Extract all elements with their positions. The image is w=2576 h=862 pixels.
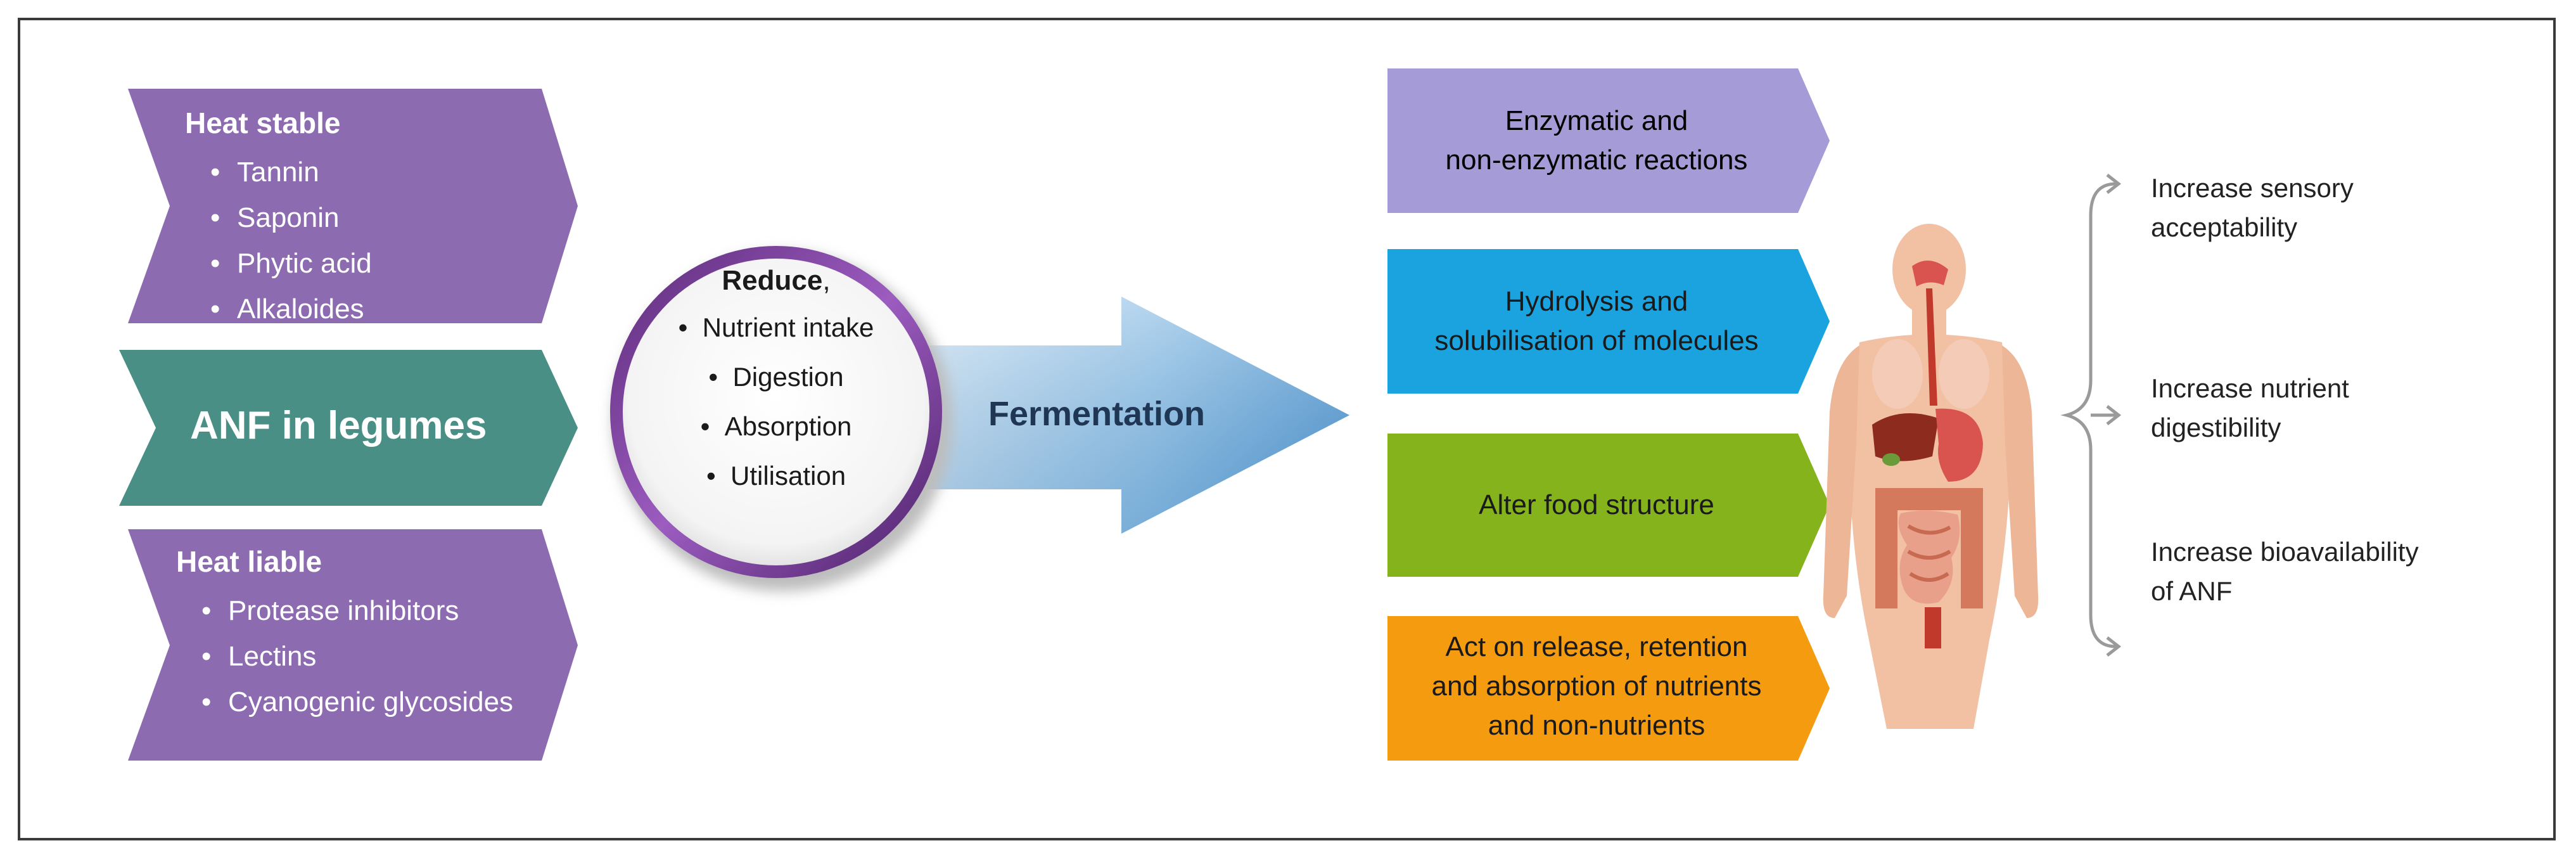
brace-tick-bottom: [2106, 636, 2122, 657]
reduce-title: Reduce,: [627, 259, 925, 303]
outcome-line: Increase nutrient: [2151, 373, 2349, 403]
effect-chevron-2: [1387, 249, 1830, 394]
effect-line: solubilisation of molecules: [1434, 325, 1759, 356]
reduce-item: Digestion: [627, 352, 925, 402]
outcome-line: digestibility: [2151, 413, 2281, 442]
effect-line: Alter food structure: [1479, 489, 1714, 520]
heat-stable-item: Saponin: [210, 195, 540, 241]
heat-stable-title: Heat stable: [185, 106, 341, 139]
heat-liable-list: Protease inhibitors Lectins Cyanogenic g…: [176, 588, 556, 725]
fermentation-label: Fermentation: [988, 395, 1206, 433]
outcome-line: Increase bioavailability: [2151, 537, 2419, 567]
heat-liable-item: Cyanogenic glycosides: [201, 679, 556, 725]
effect-text-3: Alter food structure: [1387, 486, 1806, 525]
outcome-line: of ANF: [2151, 576, 2233, 606]
human-digestive-system-icon: [1823, 224, 2039, 729]
heat-stable-item: Tannin: [210, 150, 540, 195]
effect-line: Enzymatic and: [1505, 105, 1688, 136]
heat-stable-list: Tannin Saponin Phytic acid Alkaloides: [185, 150, 540, 332]
effect-chevron-1: [1387, 68, 1830, 213]
reduce-item: Nutrient intake: [627, 303, 925, 352]
effect-text-1: Enzymatic and non-enzymatic reactions: [1387, 101, 1806, 180]
reduce-item: Utilisation: [627, 451, 925, 501]
effect-chevron-3: [1387, 434, 1830, 577]
effect-line: and absorption of nutrients: [1431, 671, 1762, 702]
heat-stable-group: Heat stable Tannin Saponin Phytic acid A…: [185, 105, 540, 332]
anf-legumes-label: ANF in legumes: [190, 404, 487, 447]
outcome-brace: [2060, 182, 2117, 648]
heat-stable-item: Phytic acid: [210, 241, 540, 286]
outcome-line: Increase sensory: [2151, 173, 2354, 203]
reduce-title-comma: ,: [822, 265, 831, 296]
outcome-1: Increase sensory acceptability: [2151, 169, 2354, 247]
heat-liable-title: Heat liable: [176, 545, 322, 578]
effect-line: Act on release, retention: [1445, 631, 1748, 662]
heat-liable-item: Lectins: [201, 634, 556, 679]
brace-tick-top: [2106, 174, 2122, 194]
effect-text-4: Act on release, retention and absorption…: [1387, 627, 1806, 745]
reduce-item: Absorption: [627, 402, 925, 451]
outcome-2: Increase nutrient digestibility: [2151, 369, 2349, 447]
effect-line: and non-nutrients: [1488, 710, 1706, 741]
heat-liable-item: Protease inhibitors: [201, 588, 556, 634]
anf-legumes-chevron: [119, 350, 578, 506]
heat-stable-item: Alkaloides: [210, 286, 540, 332]
heat-liable-group: Heat liable Protease inhibitors Lectins …: [176, 544, 556, 725]
brace-tick-middle: [2091, 405, 2122, 425]
outcome-3: Increase bioavailability of ANF: [2151, 532, 2419, 611]
effect-line: non-enzymatic reactions: [1445, 145, 1748, 176]
reduce-title-word: Reduce: [722, 265, 823, 296]
outcome-line: acceptability: [2151, 212, 2298, 242]
effect-line: Hydrolysis and: [1505, 286, 1688, 317]
reduce-circle-content: Reduce, Nutrient intake Digestion Absorp…: [627, 259, 925, 501]
effect-chevron-4: [1387, 616, 1830, 761]
effect-text-2: Hydrolysis and solubilisation of molecul…: [1387, 282, 1806, 361]
reduce-list: Nutrient intake Digestion Absorption Uti…: [627, 303, 925, 501]
fermentation-arrow-shade: [912, 297, 1349, 534]
